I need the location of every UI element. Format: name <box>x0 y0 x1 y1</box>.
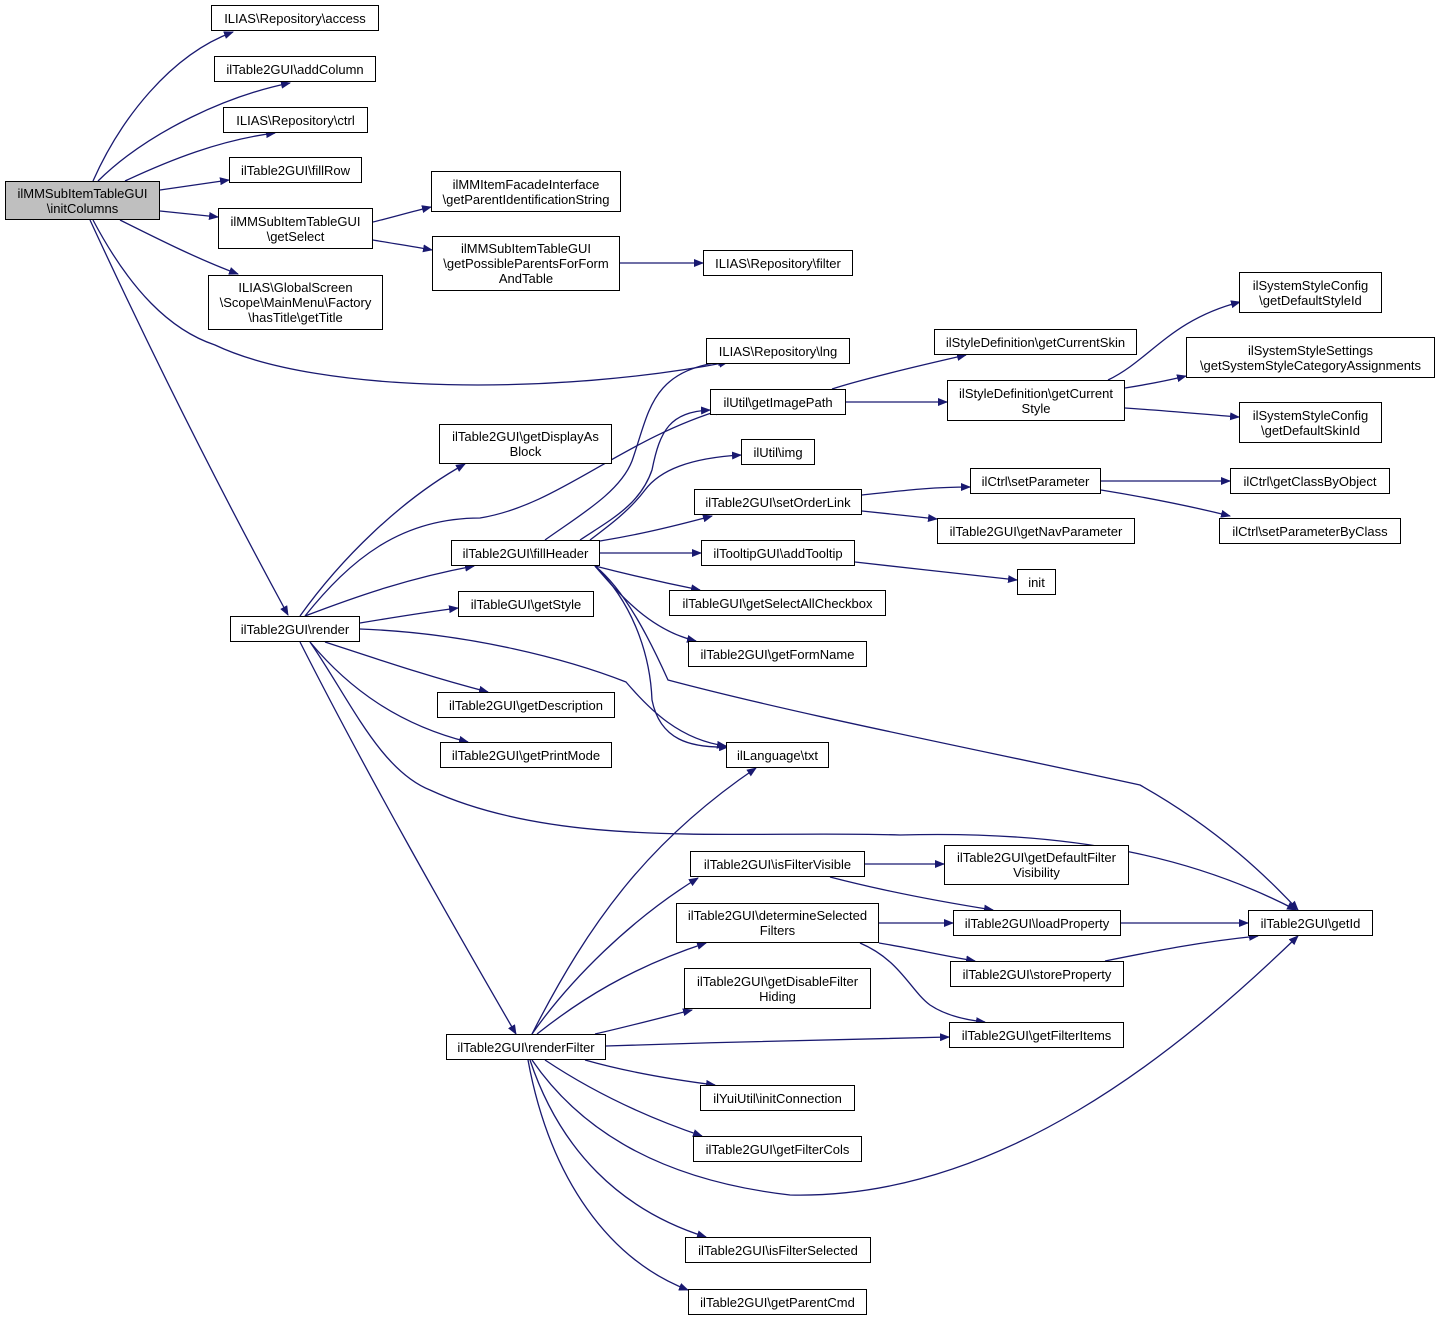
edge-render-getId <box>309 641 1297 911</box>
node-setOrderLink[interactable]: ilTable2GUI\setOrderLink <box>694 489 862 515</box>
node-initConnection[interactable]: ilYuiUtil\initConnection <box>700 1085 855 1111</box>
node-ctrl[interactable]: ILIAS\Repository\ctrl <box>223 107 368 133</box>
edge-setOrderLink-getNavParameter <box>861 510 938 522</box>
edge-root-lng <box>92 219 729 386</box>
node-renderFilter[interactable]: ilTable2GUI\renderFilter <box>446 1034 606 1060</box>
node-isFilterVisible[interactable]: ilTable2GUI\isFilterVisible <box>690 851 865 877</box>
node-getSelect[interactable]: ilMMSubItemTableGUI \getSelect <box>218 208 373 249</box>
node-getDefSkinId[interactable]: ilSystemStyleConfig \getDefaultSkinId <box>1239 402 1382 443</box>
edge-determineSel-storeProperty <box>878 942 976 964</box>
edge-renderFilter-getFilterItems <box>605 1033 950 1047</box>
node-getSelectAll[interactable]: ilTableGUI\getSelectAllCheckbox <box>669 590 886 616</box>
edge-render-getDisplayAsBlock <box>299 463 466 617</box>
edge-getSelect-getPossibleParents <box>372 239 433 253</box>
node-storeProperty[interactable]: ilTable2GUI\storeProperty <box>950 961 1124 987</box>
node-addColumn[interactable]: ilTable2GUI\addColumn <box>214 56 376 82</box>
edge-render-txt <box>359 628 727 749</box>
node-getFormName[interactable]: ilTable2GUI\getFormName <box>688 641 867 667</box>
edge-setOrderLink-setParameter <box>861 483 971 496</box>
node-getParentIdent[interactable]: ilMMItemFacadeInterface \getParentIdenti… <box>431 171 621 212</box>
node-setParameter[interactable]: ilCtrl\setParameter <box>970 468 1101 494</box>
node-lng[interactable]: ILIAS\Repository\lng <box>706 338 850 364</box>
edge-renderFilter-determineSel <box>536 942 707 1035</box>
node-addTooltip[interactable]: ilTooltipGUI\addTooltip <box>701 540 855 566</box>
node-getPrintMode[interactable]: ilTable2GUI\getPrintMode <box>440 742 612 768</box>
edge-root-addColumn <box>97 80 291 182</box>
edge-setParameter-setParamByClass <box>1100 489 1231 518</box>
edge-render-renderFilter <box>299 641 517 1035</box>
edge-renderFilter-initConnection <box>584 1059 716 1088</box>
node-init[interactable]: init <box>1017 569 1056 595</box>
edge-getCurrentStyle-getDefStyleId <box>1107 300 1241 381</box>
edge-addTooltip-init <box>854 561 1018 584</box>
edge-renderFilter-getFilterCols <box>544 1059 703 1137</box>
edge-storeProperty-getId <box>1104 932 1259 962</box>
node-root[interactable]: ilMMSubItemTableGUI \initColumns <box>5 181 160 220</box>
edge-render-getStyleT <box>359 605 459 624</box>
edge-fillHeader-getSelectAll <box>594 565 701 593</box>
node-getDefStyleId[interactable]: ilSystemStyleConfig \getDefaultStyleId <box>1239 272 1382 313</box>
edge-fillHeader-lng <box>544 358 728 541</box>
edge-root-ctrl <box>124 130 276 182</box>
node-fillRow[interactable]: ilTable2GUI\fillRow <box>229 157 362 183</box>
node-txt[interactable]: ilLanguage\txt <box>726 742 829 768</box>
edge-fillHeader-txt <box>594 565 729 752</box>
edge-isFilterVisible-loadProperty <box>829 876 994 913</box>
node-getDisableFH[interactable]: ilTable2GUI\getDisableFilter Hiding <box>684 968 871 1009</box>
edge-determineSel-getFilterItems <box>859 942 986 1026</box>
edge-getImagePath-getCurrentSkin <box>831 353 967 390</box>
node-isFilterSelected[interactable]: ilTable2GUI\isFilterSelected <box>685 1237 871 1263</box>
node-getTitle[interactable]: ILIAS\GlobalScreen \Scope\MainMenu\Facto… <box>208 275 383 330</box>
node-filter[interactable]: ILIAS\Repository\filter <box>703 250 853 276</box>
edge-fillHeader-img <box>589 451 742 541</box>
edge-render-getImagePath <box>304 407 725 617</box>
node-getDescription[interactable]: ilTable2GUI\getDescription <box>437 692 615 718</box>
edge-renderFilter-isFilterVisible <box>531 877 699 1035</box>
edge-render-getDescription <box>324 641 489 694</box>
edge-root-getTitle <box>119 219 239 275</box>
edge-renderFilter-txt <box>531 767 757 1035</box>
node-getDefFilterVis[interactable]: ilTable2GUI\getDefaultFilter Visibility <box>944 845 1129 885</box>
edge-renderFilter-getParentCmd <box>527 1059 689 1291</box>
node-getStyleT[interactable]: ilTableGUI\getStyle <box>458 591 594 617</box>
edge-fillHeader-getId <box>594 565 1299 911</box>
edge-root-getSelect <box>159 210 219 220</box>
edge-fillHeader-setOrderLink <box>599 514 713 542</box>
node-loadProperty[interactable]: ilTable2GUI\loadProperty <box>953 910 1121 936</box>
node-getSysStyleCat[interactable]: ilSystemStyleSettings \getSystemStyleCat… <box>1186 337 1435 378</box>
edge-getCurrentStyle-getSysStyleCat <box>1124 374 1187 389</box>
edge-root-render <box>89 219 289 616</box>
node-getNavParameter[interactable]: ilTable2GUI\getNavParameter <box>937 518 1135 544</box>
node-render[interactable]: ilTable2GUI\render <box>230 616 360 642</box>
edge-getCurrentStyle-getDefSkinId <box>1124 407 1240 421</box>
node-getParentCmd[interactable]: ilTable2GUI\getParentCmd <box>688 1289 867 1315</box>
node-getFilterItems[interactable]: ilTable2GUI\getFilterItems <box>949 1022 1124 1048</box>
edge-root-fillRow <box>159 177 230 191</box>
node-getPossibleParents[interactable]: ilMMSubItemTableGUI \getPossibleParentsF… <box>432 236 620 291</box>
node-getImagePath[interactable]: ilUtil\getImagePath <box>710 389 846 415</box>
node-determineSel[interactable]: ilTable2GUI\determineSelected Filters <box>676 903 879 943</box>
node-getClassByObject[interactable]: ilCtrl\getClassByObject <box>1230 468 1390 494</box>
node-getCurrentStyle[interactable]: ilStyleDefinition\getCurrent Style <box>947 380 1125 421</box>
edge-getSelect-getParentIdent <box>372 205 432 223</box>
edge-render-fillHeader <box>304 563 475 617</box>
node-img[interactable]: ilUtil\img <box>741 439 815 465</box>
node-access[interactable]: ILIAS\Repository\access <box>211 5 379 31</box>
node-fillHeader[interactable]: ilTable2GUI\fillHeader <box>451 540 600 566</box>
edge-renderFilter-getId <box>531 935 1299 1196</box>
node-setParamByClass[interactable]: ilCtrl\setParameterByClass <box>1219 518 1401 544</box>
node-getId[interactable]: ilTable2GUI\getId <box>1248 910 1373 936</box>
node-getCurrentSkin[interactable]: ilStyleDefinition\getCurrentSkin <box>934 329 1137 355</box>
node-getDisplayAsBlock[interactable]: ilTable2GUI\getDisplayAs Block <box>439 424 612 464</box>
node-getFilterCols[interactable]: ilTable2GUI\getFilterCols <box>693 1136 862 1162</box>
edge-fillHeader-getImagePath <box>579 406 711 541</box>
edge-renderFilter-getDisableFH <box>594 1008 693 1035</box>
edge-renderFilter-isFilterSelected <box>529 1059 707 1239</box>
edge-render-getPrintMode <box>309 641 469 744</box>
edge-root-access <box>92 31 234 182</box>
